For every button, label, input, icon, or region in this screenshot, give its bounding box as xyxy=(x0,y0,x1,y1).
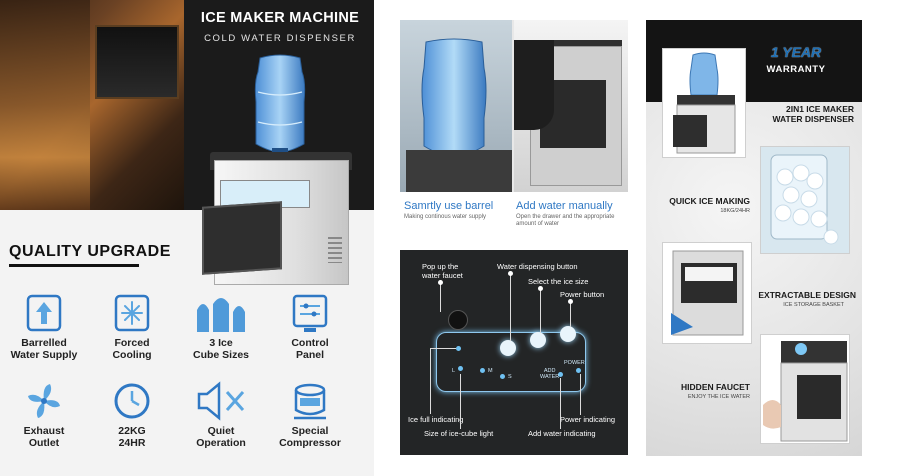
power-button[interactable] xyxy=(560,326,576,342)
ice-cube-sizes-icon xyxy=(197,298,245,332)
feature-label: Forced Cooling xyxy=(112,337,152,361)
size-s-led xyxy=(500,374,505,379)
size-m-led xyxy=(480,368,485,373)
feature-sub-extractable: ICE STORAGE BASKET xyxy=(783,302,844,308)
label-ice-full: Ice full indicating xyxy=(408,415,464,424)
label-add-water: Add water indicating xyxy=(528,429,596,438)
feature-control-panel: Control Panel xyxy=(264,292,356,361)
kettle-pouring xyxy=(514,40,554,130)
ice-maker-icon xyxy=(673,52,736,154)
panel-ice-maker-features: ICE MAKER MACHINE COLD WATER DISPENSER Q… xyxy=(0,0,374,476)
feature-sub-hidden-faucet: ENJOY THE ICE WATER xyxy=(687,394,750,400)
feature-label: Quiet Operation xyxy=(196,425,246,449)
quality-upgrade-heading: QUALITY UPGRADE xyxy=(9,243,171,260)
bar-background-photo xyxy=(0,0,184,210)
warranty-label: WARRANTY xyxy=(766,64,826,75)
label-size-light: Size of ice-cube light xyxy=(424,429,494,438)
feature-label: Control Panel xyxy=(291,337,329,361)
power-led xyxy=(576,368,581,373)
add-water-led xyxy=(558,372,563,377)
size-l-led xyxy=(458,366,463,371)
feature-quiet-operation: Quiet Operation xyxy=(175,380,267,449)
feature-22kg-24hr: 22KG 24HR xyxy=(86,380,178,449)
compressor-icon xyxy=(294,383,326,420)
label-pop-up-faucet: Pop up the water faucet xyxy=(422,262,463,280)
image-ice-cubes xyxy=(760,146,850,254)
feature-label: Barrelled Water Supply xyxy=(10,337,78,361)
feature-label: Special Compressor xyxy=(279,425,341,449)
feature-title-quick-ice: QUICK ICE MAKING xyxy=(669,196,750,206)
label-power-button: Power button xyxy=(560,290,605,299)
control-panel-icon xyxy=(292,294,328,332)
caption-barrel: Samrtly use barrel xyxy=(404,200,494,212)
size-l-text: L xyxy=(452,368,456,374)
ice-cubes-icon xyxy=(770,154,839,245)
faucet-knob[interactable] xyxy=(448,310,468,330)
image-extractable-basket xyxy=(662,242,752,344)
product-title: ICE MAKER MACHINE xyxy=(200,10,360,26)
feature-ice-cube-sizes: 3 Ice Cube Sizes xyxy=(175,292,267,361)
ice-maker-machine-image xyxy=(202,52,352,292)
feature-label: Exhaust Outlet xyxy=(23,425,65,449)
snowflake-icon xyxy=(114,294,150,332)
clock-icon xyxy=(114,383,150,419)
barrel-icon xyxy=(26,294,62,332)
ice-drawer xyxy=(202,201,282,275)
faucet-icon xyxy=(763,341,848,442)
label-water-dispensing: Water dispensing button xyxy=(497,262,578,271)
control-panel-outline xyxy=(436,332,586,392)
image-2in1-machine xyxy=(662,48,746,158)
power-text: POWER xyxy=(564,360,585,366)
label-select-ice-size: Select the ice size xyxy=(528,277,589,286)
size-s-text: S xyxy=(508,374,512,380)
image-hidden-faucet xyxy=(760,334,850,444)
add-water-text: ADD WATER xyxy=(540,368,560,380)
size-m-text: M xyxy=(488,368,493,374)
select-ice-size-button[interactable] xyxy=(530,332,546,348)
feature-title-2in1: 2IN1 ICE MAKER WATER DISPENSER xyxy=(772,104,854,124)
caption-manual-sub: Open the drawer and the appropriate amou… xyxy=(516,214,615,227)
ice-basket-icon xyxy=(671,250,744,336)
fan-icon xyxy=(28,384,60,418)
vent-grille xyxy=(328,237,342,263)
water-bottle-icon xyxy=(254,54,306,160)
water-dispensing-button[interactable] xyxy=(500,340,516,356)
ice-full-led xyxy=(456,346,461,351)
feature-title-extractable: EXTRACTABLE DESIGN xyxy=(758,290,856,300)
feature-label: 22KG 24HR xyxy=(118,425,146,449)
feature-special-compressor: Special Compressor xyxy=(264,380,356,449)
caption-manual: Add water manually xyxy=(516,200,613,212)
control-panel-diagram: Pop up the water faucet Water dispensing… xyxy=(400,250,628,455)
caption-barrel-sub: Making continous water supply xyxy=(404,214,487,220)
product-subtitle: COLD WATER DISPENSER xyxy=(204,33,356,44)
feature-forced-cooling: Forced Cooling xyxy=(86,292,178,361)
panel-warranty-highlights: 1 YEAR WARRANTY 2IN1 ICE MAKER WATER DIS… xyxy=(646,20,862,456)
label-power-indicating: Power indicating xyxy=(560,415,616,424)
feature-sub-quick-ice: 18KG/24HR xyxy=(720,208,750,214)
feature-barrelled-water: Barrelled Water Supply xyxy=(0,292,90,361)
feature-title-hidden-faucet: HIDDEN FAUCET xyxy=(681,382,750,392)
feature-exhaust-outlet: Exhaust Outlet xyxy=(0,380,90,449)
speaker-mute-icon xyxy=(197,381,245,421)
feature-label: 3 Ice Cube Sizes xyxy=(192,337,250,361)
water-bottle-icon xyxy=(421,38,487,166)
panel-water-supply-and-controls: Samrtly use barrel Making continous wate… xyxy=(400,0,628,476)
warranty-years: 1 YEAR xyxy=(770,44,822,60)
water-supply-photos xyxy=(400,20,628,192)
